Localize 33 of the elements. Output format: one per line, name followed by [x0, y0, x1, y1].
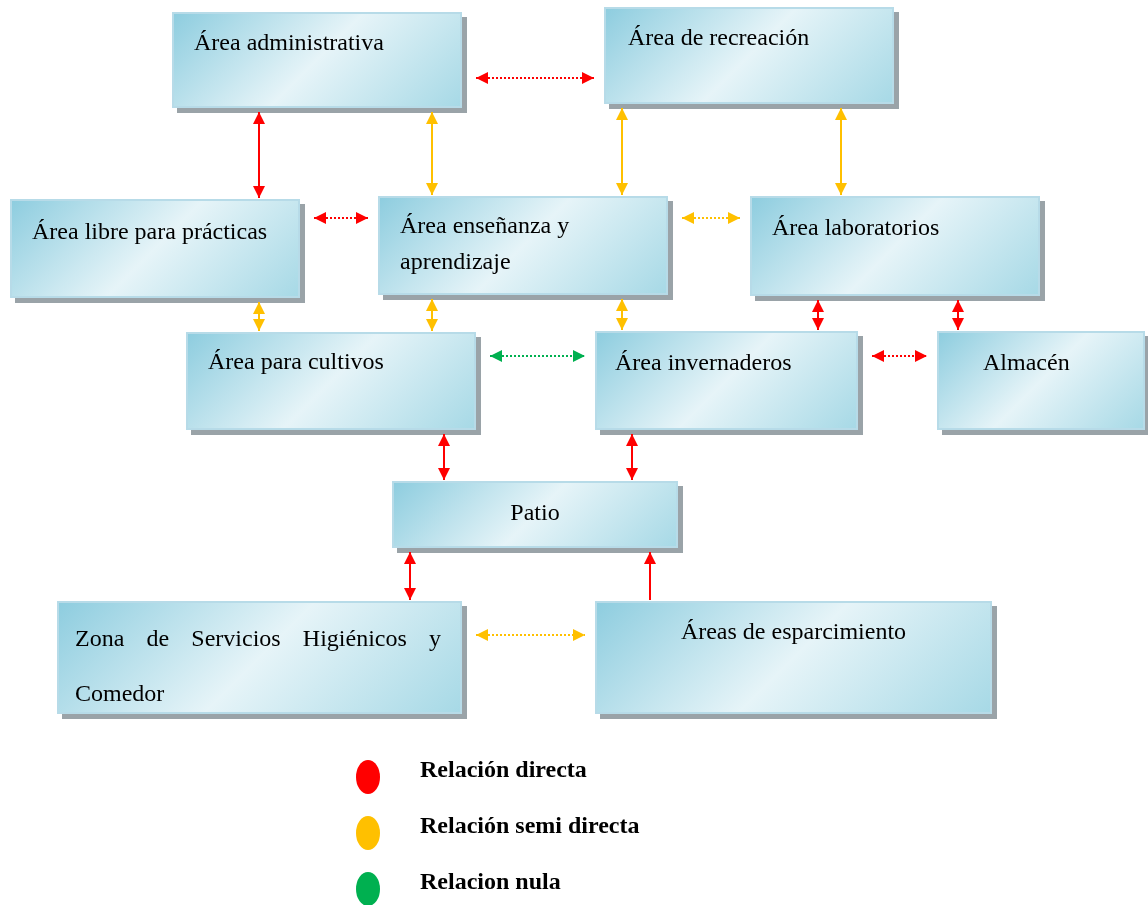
relation-arrow	[426, 298, 438, 332]
legend-label: Relación directa	[420, 756, 587, 783]
area-label: Área invernaderos	[615, 348, 793, 377]
relation-arrow	[626, 433, 638, 481]
area-label: Áreas de esparcimiento	[679, 617, 908, 646]
relation-arrow	[952, 299, 964, 331]
legend-label: Relacion nula	[420, 868, 561, 895]
relation-arrow	[835, 107, 847, 196]
relation-arrow	[404, 551, 416, 601]
area-label: Área enseñanza y aprendizaje	[400, 211, 571, 276]
area-label: Zona de Servicios Higiénicos y Comedor	[75, 624, 441, 709]
relation-arrow	[426, 111, 438, 196]
relation-arrow	[438, 433, 450, 481]
relation-arrow	[313, 212, 369, 224]
relation-arrow	[871, 350, 928, 362]
relation-arrow	[253, 301, 265, 332]
area-label: Área de recreación	[628, 23, 811, 52]
area-label: Área libre para prácticas	[32, 217, 269, 246]
relation-arrow	[475, 629, 586, 641]
relation-arrow	[489, 350, 586, 362]
relation-arrow	[475, 72, 595, 84]
relation-arrow	[616, 298, 628, 331]
relation-arrow	[616, 107, 628, 196]
relation-arrow	[812, 299, 824, 331]
area-label: Área para cultivos	[208, 347, 385, 376]
relation-arrow	[644, 551, 656, 601]
area-label: Almacén	[983, 348, 1071, 377]
area-label: Área laboratorios	[772, 213, 941, 242]
area-label: Patio	[509, 498, 561, 527]
relation-arrow	[681, 212, 741, 224]
legend-label: Relación semi directa	[420, 812, 640, 839]
relation-arrow	[253, 111, 265, 199]
area-label: Área administrativa	[194, 28, 385, 57]
